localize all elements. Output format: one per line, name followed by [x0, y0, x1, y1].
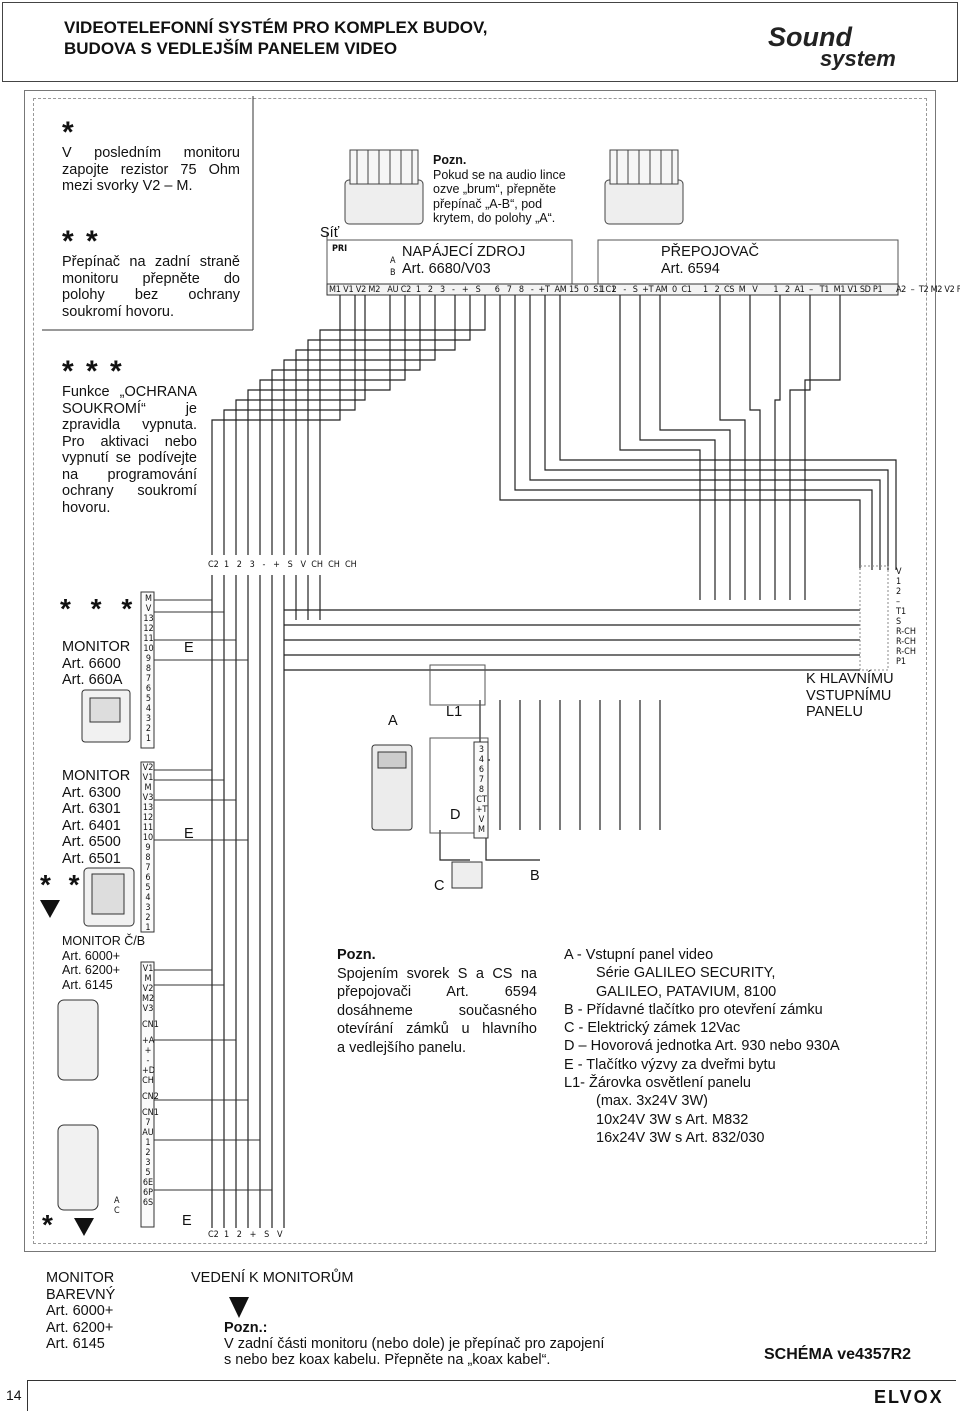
footer-pozn-title: Pozn.:: [224, 1320, 268, 1336]
ab-switch-a: A: [390, 256, 396, 266]
note-privacy-function: * * * Funkce „OCHRANA SOUKROMÍ“ je zprav…: [62, 355, 197, 516]
monitor3-c-label: C: [114, 1206, 120, 1216]
monitor3-label: MONITOR Č/B Art. 6000+ Art. 6200+ Art. 6…: [62, 934, 146, 992]
note-privacy-switch: * * Přepínač na zadní straně monitoru př…: [62, 225, 240, 320]
monitor-6000-drawing: [57, 999, 99, 1211]
svg-text:ELVOX: ELVOX: [874, 1387, 944, 1406]
psu-label: NAPÁJECÍ ZDROJ Art. 6680/V03: [402, 244, 526, 277]
speech-unit-d-label: D: [450, 807, 461, 823]
monitor3-e-label: E: [182, 1213, 192, 1229]
arrow-down-icon: [40, 900, 60, 918]
button-b-label: B: [530, 868, 540, 884]
monitor2-label: MONITOR Art. 6300 Art. 6301 Art. 6401 Ar…: [62, 768, 131, 867]
arrow-down-icon: [74, 1218, 94, 1236]
bus-bottom-terminals: C2 1 2 + S V: [208, 1230, 283, 1240]
elvox-logo: ELVOX: [874, 1387, 944, 1406]
bus-top-terminals: C2 1 2 3 - + S V CH CH CH: [208, 560, 357, 570]
note-resistor: * V posledním monitoru zapojte rezistor …: [62, 116, 240, 195]
arrow-down-icon: [229, 1297, 249, 1318]
pozn-audio: Pozn. Pokud se na audio lince ozve „brum…: [433, 153, 566, 225]
power-supply-device: [344, 149, 424, 225]
entry-panel-drawing: [371, 664, 489, 889]
monitor2-e-label: E: [184, 826, 194, 842]
monitor1-e-label: E: [184, 640, 194, 656]
switcher-device: [604, 149, 684, 225]
monitor1-stars: * * *: [60, 593, 139, 624]
monitor-6300-drawing: [83, 867, 135, 927]
legend: A - Vstupní panel video Série GALILEO SE…: [564, 947, 840, 1146]
svg-text:Sound: Sound: [768, 22, 852, 52]
svg-text:system: system: [820, 46, 896, 70]
main-panel-label: K HLAVNÍMU VSTUPNÍMU PANELU: [806, 671, 894, 720]
footer-pozn-line2: s nebo bez koax kabelu. Přepněte na „koa…: [224, 1352, 551, 1368]
psu-terminals: M1 V1 V2 M2 AU C2 1 2 3 - + S 6 7 8 - +T…: [329, 285, 616, 295]
diagram-inner-frame: [33, 98, 927, 1244]
page-title: VIDEOTELEFONNÍ SYSTÉM PRO KOMPLEX BUDOV,…: [64, 18, 488, 58]
color-monitor-label: MONITOR BAREVNÝ Art. 6000+ Art. 6200+ Ar…: [46, 1270, 116, 1352]
diagram-frame: [24, 90, 936, 1252]
pri-label: PRI: [332, 244, 348, 254]
entry-panel-a-label: A: [388, 713, 398, 729]
schema-code: SCHÉMA ve4357R2: [764, 1346, 912, 1363]
monitor3-a-label: A: [114, 1196, 120, 1206]
pozn-lock-sync: Pozn. Spojením svorek S a CS na přepojov…: [337, 947, 537, 1056]
mains-label: Síť: [320, 225, 340, 241]
monitor1-label: MONITOR Art. 6600 Art. 660A: [62, 639, 131, 688]
footer-divider: [28, 1380, 956, 1381]
header-frame: [2, 2, 958, 82]
monitor-6600-drawing: [81, 689, 131, 743]
sound-system-logo: Sound system: [768, 22, 896, 70]
page-number-divider: [27, 1380, 28, 1411]
monitor2-stars: * *: [40, 869, 85, 900]
page-number: 14: [6, 1387, 22, 1403]
switcher-label: PŘEPOJOVAČ Art. 6594: [661, 244, 760, 277]
monitor3-stars: *: [42, 1209, 53, 1240]
monitor-wiring-label: VEDENÍ K MONITORŮM: [191, 1270, 354, 1286]
switcher-terminals: 1 2 - S +T AM 0 C1 1 2 CS M V 1 2 A1 – T…: [600, 285, 960, 295]
lock-c-label: C: [434, 878, 445, 894]
ab-switch-b: B: [390, 268, 396, 278]
lamp-l1-label: L1: [446, 704, 463, 720]
footer-pozn-line1: V zadní části monitoru (nebo dole) je př…: [224, 1336, 605, 1352]
